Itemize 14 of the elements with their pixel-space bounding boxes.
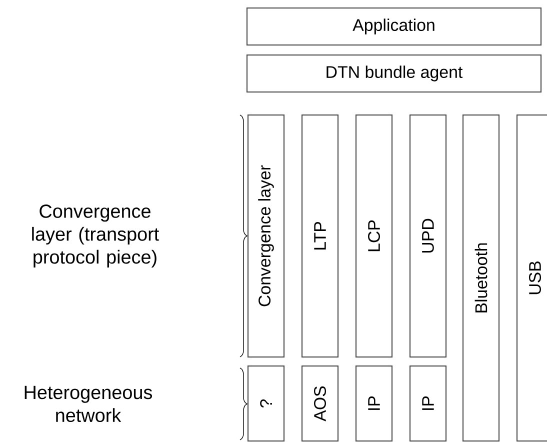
layer-column: LTP (302, 114, 338, 358)
layer-column: AOS (302, 366, 338, 442)
layer-column: IP (410, 366, 446, 442)
layer-column: USB (516, 114, 547, 442)
layer-box: Application (246, 8, 542, 46)
layer-column: UPD (410, 114, 446, 358)
side-label: Heterogeneous network (24, 386, 152, 422)
layer-column: IP (356, 366, 392, 442)
layer-column: Convergence layer (248, 114, 284, 358)
side-label: Convergence layer (transport protocol piece) (32, 204, 160, 268)
layer-box: DTN bundle agent (246, 54, 542, 92)
layer-column: LCP (356, 114, 392, 358)
layer-column: Bluetooth (462, 114, 500, 442)
layer-column: ? (248, 366, 284, 442)
